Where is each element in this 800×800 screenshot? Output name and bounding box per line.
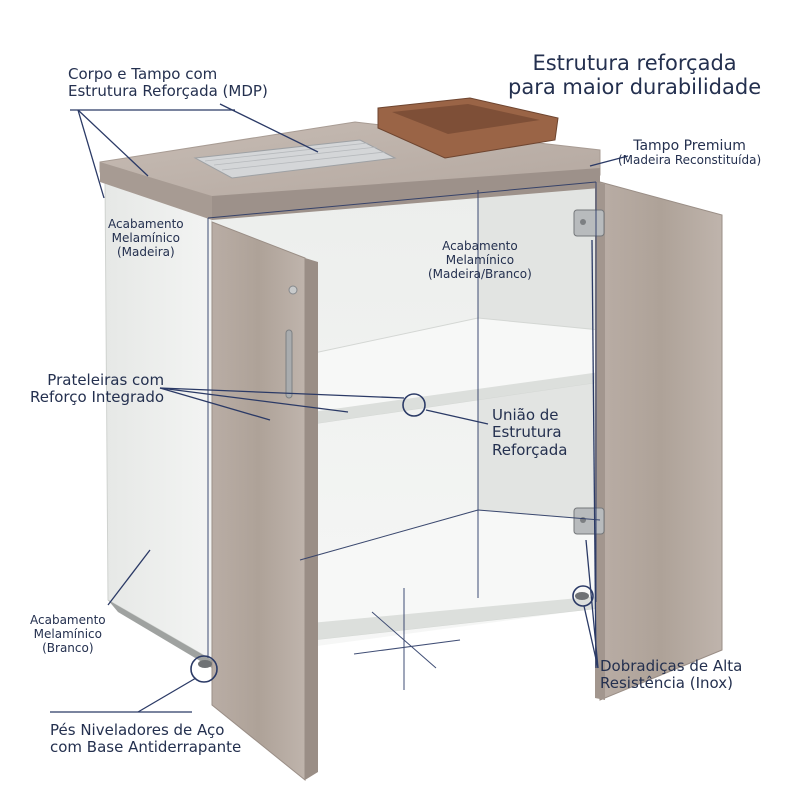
callout-circle-shelf <box>402 393 426 417</box>
leader-lines <box>50 103 629 713</box>
label-prateleiras-line1: Prateleiras com <box>47 371 165 389</box>
cabinet-door-handle <box>285 329 293 399</box>
cabinet-bottom-edge <box>300 596 600 640</box>
hinge-lower <box>573 507 605 535</box>
leveling-foot-left <box>198 660 212 668</box>
label-acab-inner-line2: Melamínico <box>445 252 515 267</box>
label-acab-side-line1: Acabamento <box>108 217 184 231</box>
label-acabamento-madeira-branco: Acabamento Melamínico (Madeira/Branco) <box>428 239 532 281</box>
label-corpo-tampo: Corpo e Tampo com Estrutura Reforçada (M… <box>68 65 268 101</box>
label-acabamento-branco: Acabamento Melamínico (Branco) <box>30 613 106 655</box>
label-dobradicas-line2: Resistência (Inox) <box>600 674 733 693</box>
label-corpo-line2: Estrutura Reforçada (MDP) <box>68 82 268 101</box>
label-pes-line2: com Base Antiderrapante <box>50 738 242 757</box>
label-pes-niveladores: Pés Niveladores de Aço com Base Antiderr… <box>50 721 242 757</box>
leveling-foot-right <box>575 592 589 600</box>
label-tampo-line1: Tampo Premium <box>633 138 746 154</box>
label-acab-inner-line3: (Madeira/Branco) <box>428 266 532 281</box>
cabinet-top-front-edge <box>100 162 212 220</box>
label-uniao-line2: Estrutura <box>492 423 562 442</box>
label-uniao-line3: Reforçada <box>492 440 568 459</box>
cabinet-shelf-edge <box>312 372 600 424</box>
label-uniao-line1: União de <box>492 406 559 424</box>
label-pes-line1: Pés Niveladores de Aço <box>50 721 225 739</box>
document-tray-inner <box>392 104 540 134</box>
headline-line2: para maior durabilidade <box>508 74 762 99</box>
cabinet-top-side-edge <box>212 168 600 220</box>
cabinet-door-left-edge <box>305 258 318 780</box>
cabinet-door-left <box>211 221 306 782</box>
cabinet-lock <box>288 285 298 295</box>
headline: Estrutura reforçada para maior durabilid… <box>508 51 762 99</box>
callout-circle-hinge <box>572 585 594 607</box>
hinge-upper <box>573 209 605 237</box>
label-acab-bottom-line2: Melamínico <box>33 626 102 641</box>
label-acab-side-line2: Melamínico <box>111 230 180 245</box>
label-acab-bottom-line1: Acabamento <box>30 613 106 627</box>
label-acabamento-madeira: Acabamento Melamínico (Madeira) <box>108 217 184 259</box>
label-dobradicas: Dobradiças de Alta Resistência (Inox) <box>600 657 743 693</box>
cabinet-door-right <box>599 181 723 701</box>
cabinet-interior-right <box>478 180 600 608</box>
label-tampo-line2: (Madeira Reconstituída) <box>618 153 762 168</box>
label-acab-side-line3: (Madeira) <box>116 244 175 259</box>
label-prateleiras-line2: Reforço Integrado <box>30 388 165 407</box>
label-acab-bottom-line3: (Branco) <box>42 640 94 655</box>
callout-circle-foot <box>190 655 218 683</box>
label-acab-inner-line1: Acabamento <box>442 239 518 253</box>
cabinet-door-right-edge <box>595 182 605 700</box>
headline-line1: Estrutura reforçada <box>532 51 737 75</box>
label-uniao-estrutura: União de Estrutura Reforçada <box>492 406 568 459</box>
cabinet-plinth <box>108 600 212 668</box>
label-tampo-premium: Tampo Premium (Madeira Reconstituída) <box>618 138 761 168</box>
keyboard-keys <box>204 142 386 171</box>
structure-guides <box>207 181 601 690</box>
label-corpo-line1: Corpo e Tampo com <box>68 65 218 83</box>
label-prateleiras: Prateleiras com Reforço Integrado <box>30 371 165 407</box>
label-dobradicas-line1: Dobradiças de Alta <box>600 657 743 675</box>
